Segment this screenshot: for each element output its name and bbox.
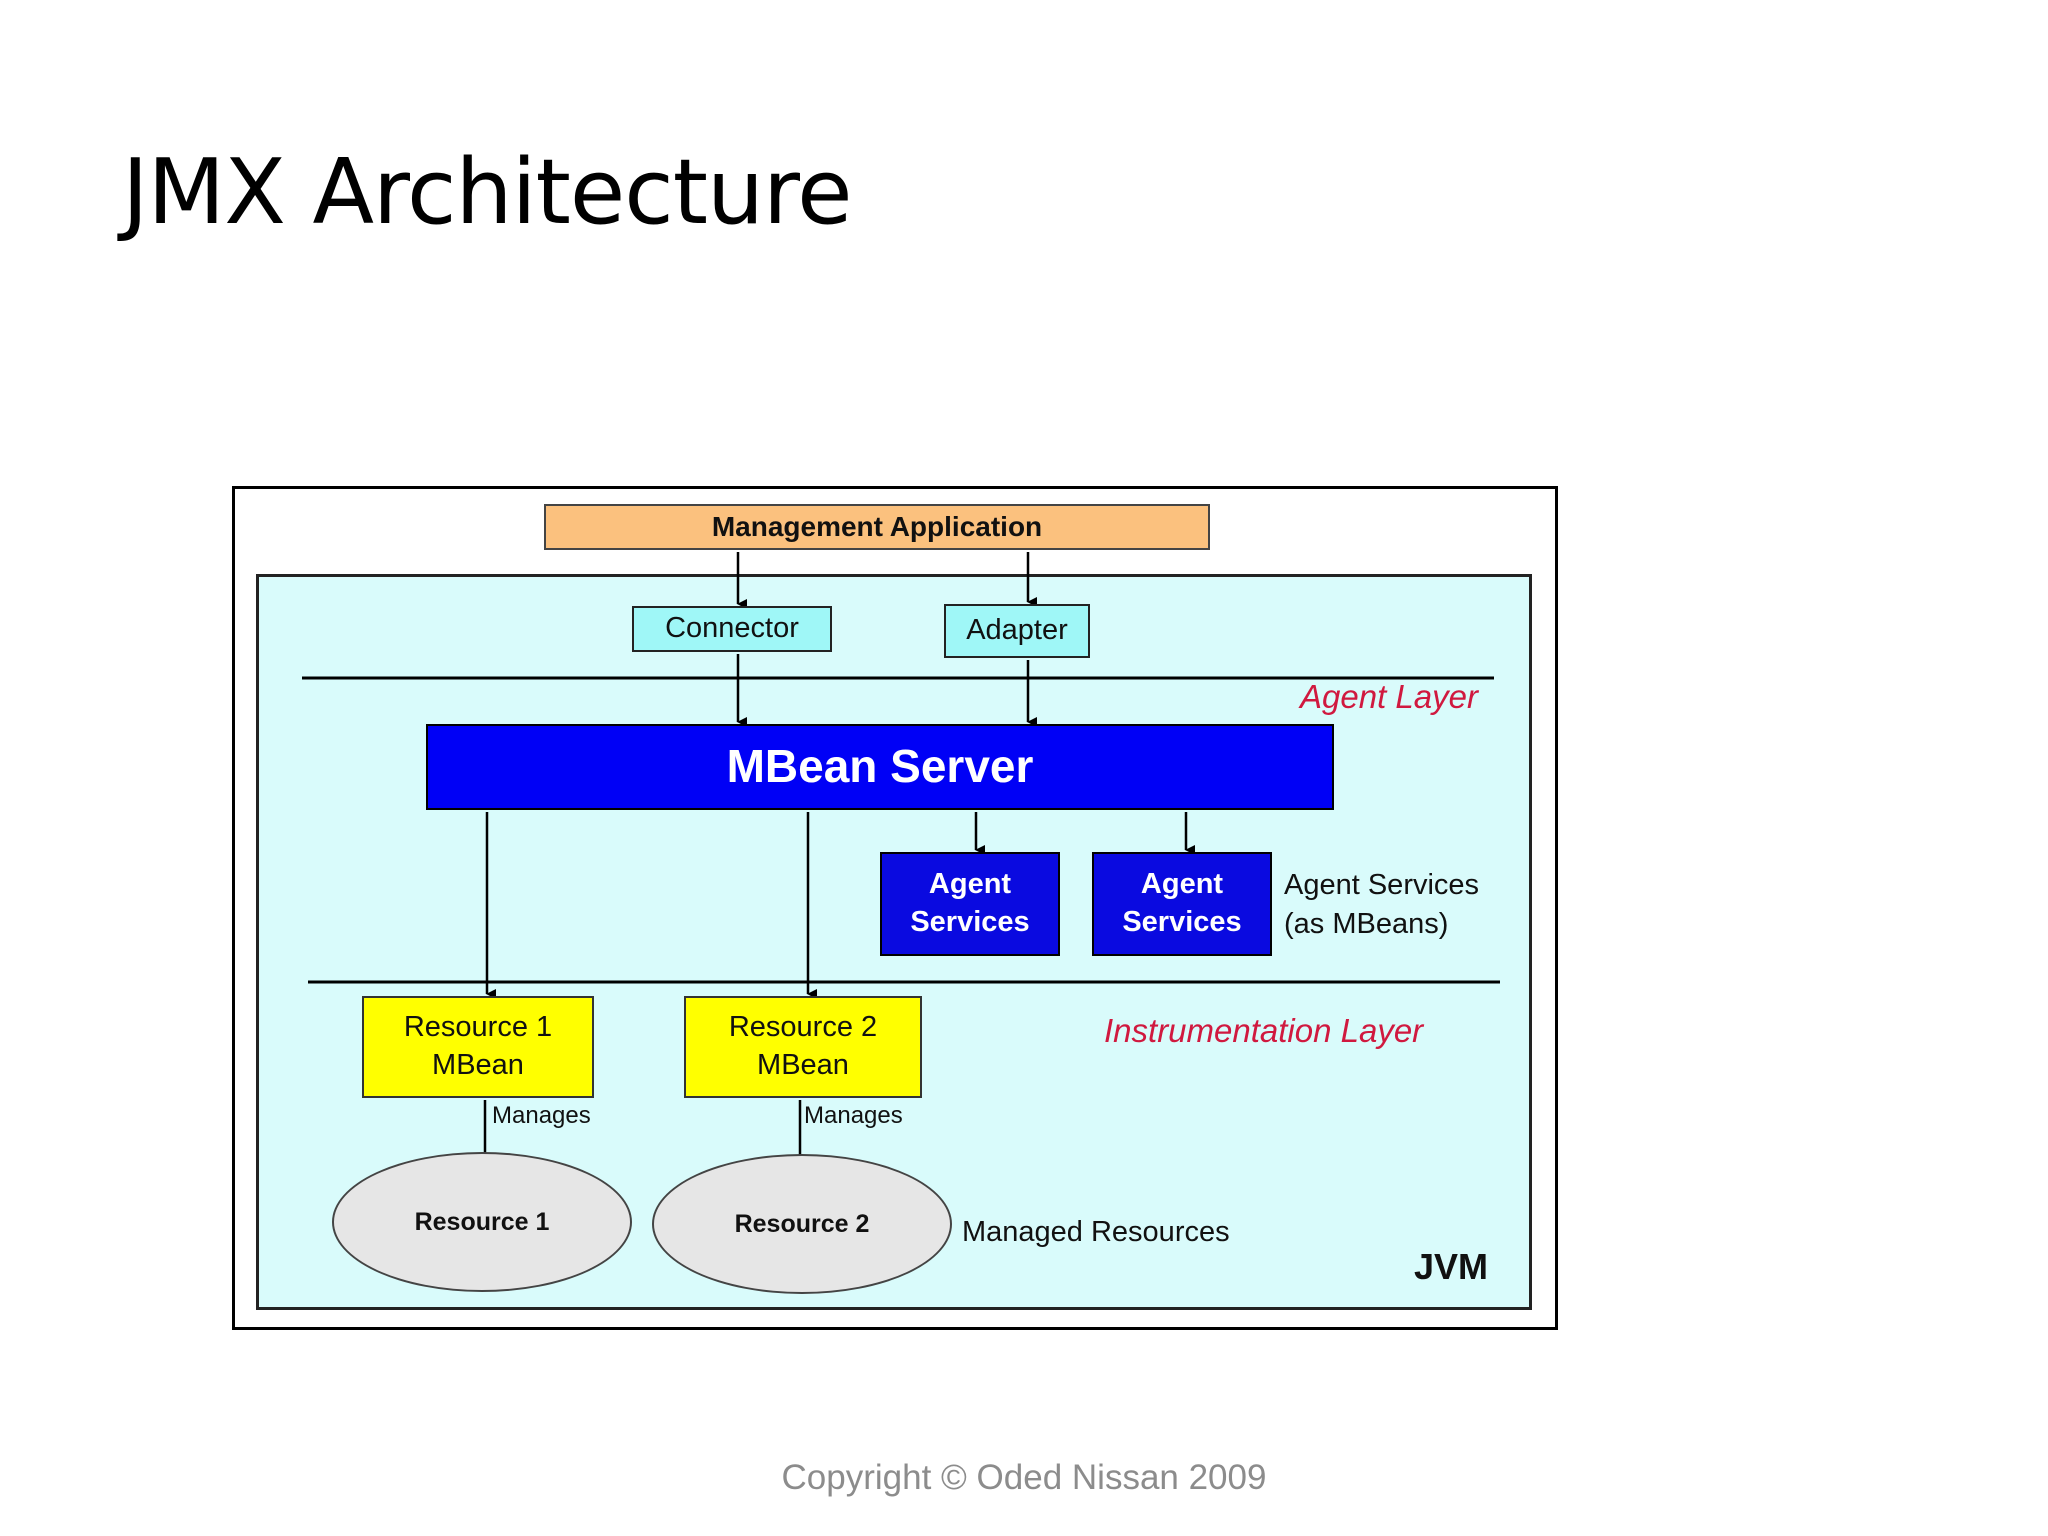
agent-services-box-1: Agent Services bbox=[880, 852, 1060, 956]
resource2-ellipse: Resource 2 bbox=[652, 1154, 952, 1294]
manages-label-2: Manages bbox=[804, 1102, 903, 1129]
agent-layer-label: Agent Layer bbox=[1300, 678, 1478, 715]
copyright-footer: Copyright © Oded Nissan 2009 bbox=[781, 1458, 1267, 1497]
instrumentation-layer-label: Instrumentation Layer bbox=[1104, 1012, 1424, 1049]
resource1-mbean-box: Resource 1 MBean bbox=[362, 996, 594, 1098]
manages-label-1: Manages bbox=[492, 1102, 591, 1129]
slide-title: JMX Architecture bbox=[122, 140, 852, 245]
resource1-ellipse: Resource 1 bbox=[332, 1152, 632, 1292]
mbean-server-box: MBean Server bbox=[426, 724, 1334, 810]
resource2-mbean-box: Resource 2 MBean bbox=[684, 996, 922, 1098]
adapter-box: Adapter bbox=[944, 604, 1090, 658]
management-application-box: Management Application bbox=[544, 504, 1210, 550]
agent-services-mbeans-label: Agent Services (as MBeans) bbox=[1284, 869, 1480, 941]
agent-services-box-2: Agent Services bbox=[1092, 852, 1272, 956]
jvm-label: JVM bbox=[1414, 1246, 1489, 1287]
connector-box: Connector bbox=[632, 606, 832, 652]
managed-resources-label: Managed Resources bbox=[962, 1216, 1230, 1248]
